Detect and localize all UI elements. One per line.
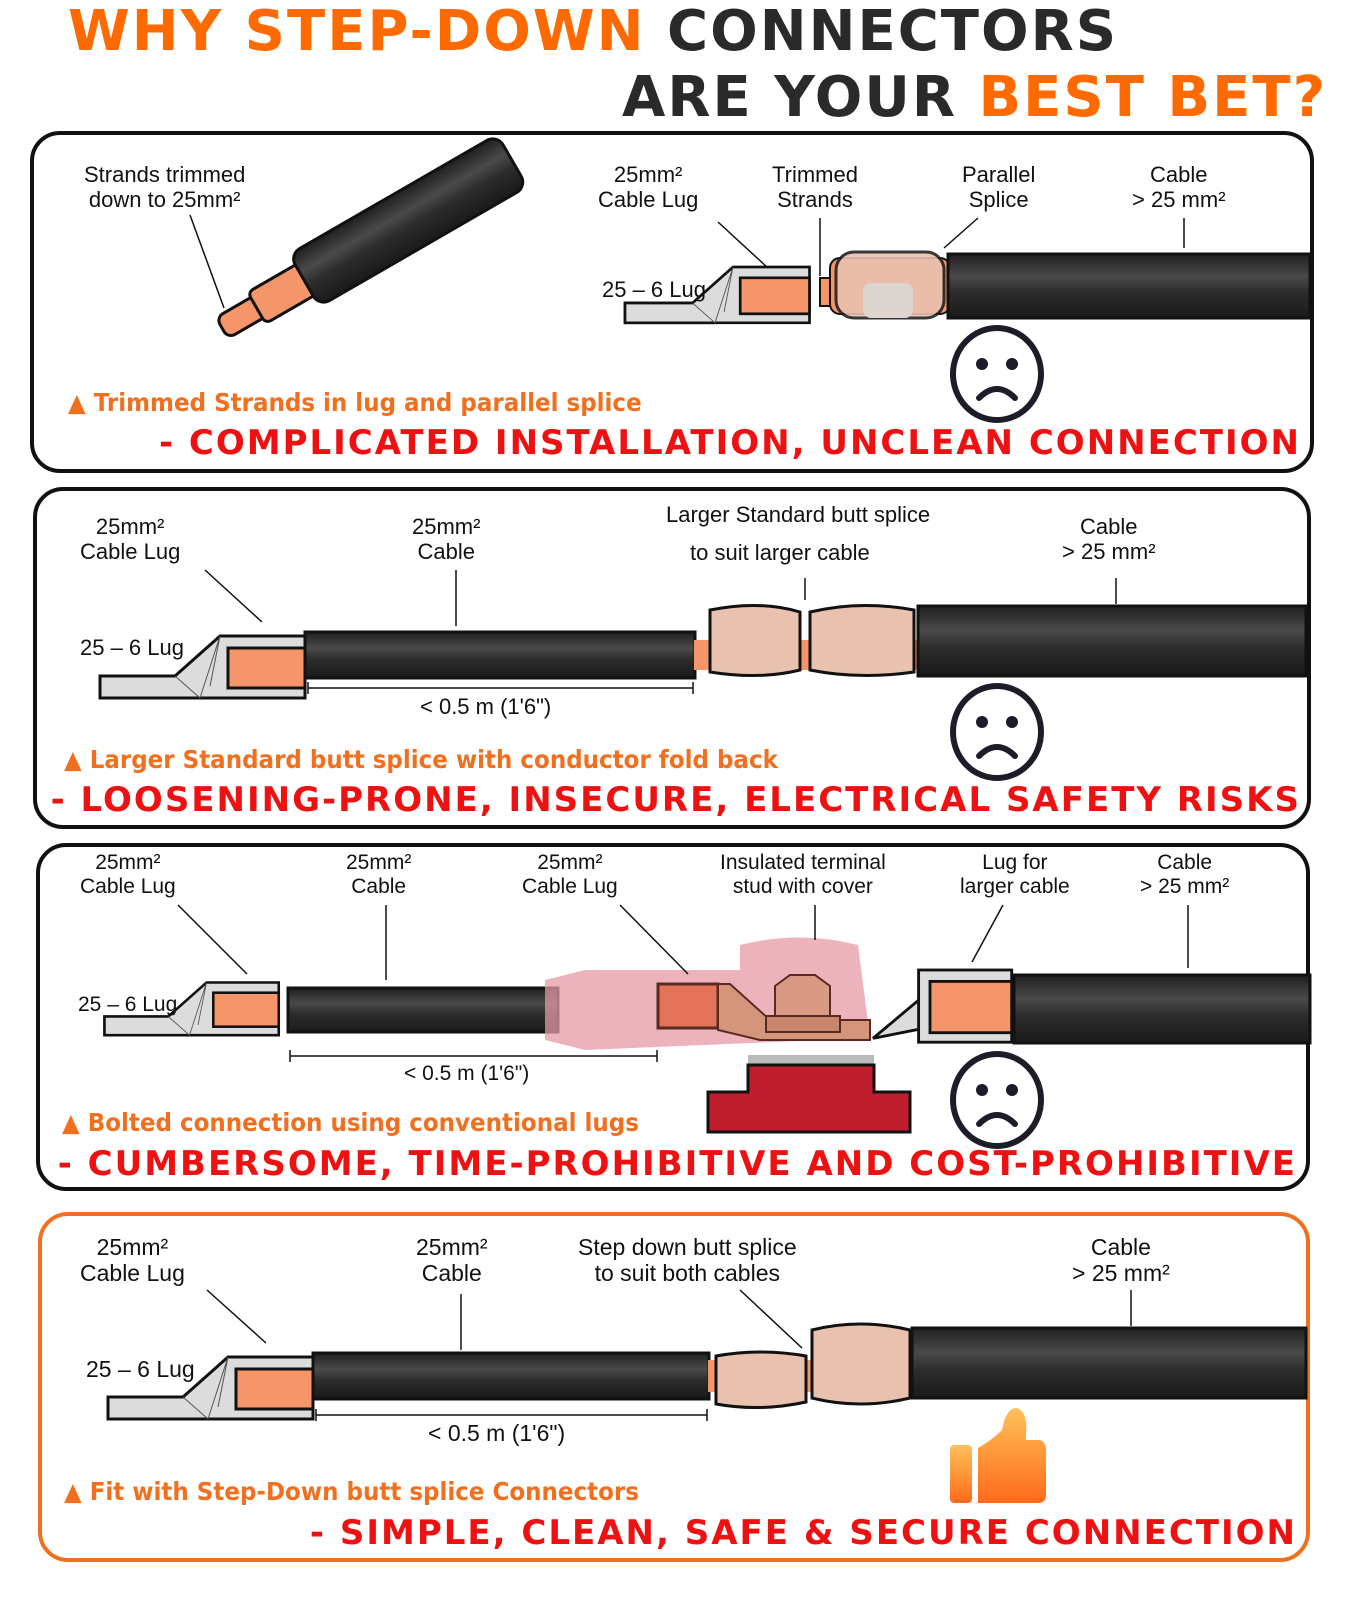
verdict-cumbersome: - CUMBERSOME, TIME-PROHIBITIVE AND COST-… (57, 1144, 1297, 1184)
label-cable-large: Cable > 25 mm² (1072, 1234, 1170, 1287)
label-cable-small: 25mm² Cable (416, 1234, 488, 1287)
label-cable-lug-2: 25mm² Cable Lug (522, 851, 618, 899)
butt-splice-left (708, 604, 802, 678)
label-cable-lug: 25mm² Cable Lug (80, 514, 181, 565)
note-step-down: ▲ Fit with Step-Down butt splice Connect… (64, 1477, 639, 1506)
note-standard-splice: ▲ Larger Standard butt splice with condu… (64, 745, 778, 774)
label-strands-trimmed: Strands trimmed down to 25mm² (84, 162, 246, 213)
label-step-down-splice: Step down butt splice to suit both cable… (578, 1234, 797, 1287)
label-terminal-stud: Insulated terminal stud with cover (720, 851, 886, 899)
terminal-stud-base (706, 1063, 912, 1134)
label-lug-code: 25 – 6 Lug (80, 635, 184, 660)
label-cable-lug: 25mm² Cable Lug (80, 1234, 185, 1287)
small-cable (311, 1351, 711, 1401)
step-down-splice-large (810, 1322, 912, 1406)
label-butt-splice-2: to suit larger cable (690, 540, 870, 565)
label-cable-lug: 25mm² Cable Lug (598, 162, 699, 213)
label-cable-large: Cable > 25 mm² (1140, 851, 1230, 899)
title-step-down: WHY STEP-DOWN (68, 0, 646, 64)
large-cable (916, 604, 1308, 678)
verdict-simple: - SIMPLE, CLEAN, SAFE & SECURE CONNECTIO… (309, 1513, 1297, 1553)
title-best-bet: BEST BET? (978, 65, 1328, 130)
diagram-trimmed-cable (189, 137, 1312, 480)
label-cable-lug: 25mm² Cable Lug (80, 851, 176, 899)
label-parallel-splice: Parallel Splice (962, 162, 1036, 213)
label-length: < 0.5 m (1'6") (404, 1062, 530, 1085)
verdict-complicated: - COMPLICATED INSTALLATION, UNCLEAN CONN… (158, 423, 1301, 463)
note-bolted: ▲ Bolted connection using conventional l… (62, 1108, 639, 1137)
step-down-splice-small (714, 1350, 808, 1410)
leader-line (189, 214, 225, 309)
angled-cable (217, 137, 525, 337)
title-line-1: WHY STEP-DOWN CONNECTORS (68, 4, 1118, 60)
thumbs-up-icon (950, 1408, 1046, 1503)
label-length: < 0.5 m (1'6") (428, 1420, 566, 1446)
note-trimmed: ▲ Trimmed Strands in lug and parallel sp… (68, 388, 642, 417)
large-cable (1012, 973, 1312, 1045)
label-trimmed-strands: Trimmed Strands (772, 162, 858, 213)
diagram-standard-splice (98, 569, 1308, 840)
label-butt-splice-1: Larger Standard butt splice (666, 502, 931, 527)
label-lug-larger: Lug for larger cable (960, 851, 1070, 899)
title-connectors: CONNECTORS (667, 0, 1119, 64)
label-cable-small: 25mm² Cable (346, 851, 412, 899)
label-lug-code: 25 – 6 Lug (86, 1356, 195, 1382)
label-cable-large: Cable > 25 mm² (1062, 514, 1156, 565)
title-line-2: ARE YOUR BEST BET? (622, 70, 1327, 126)
verdict-loosening: - LOOSENING-PRONE, INSECURE, ELECTRICAL … (50, 780, 1301, 820)
label-length: < 0.5 m (1'6") (420, 694, 552, 719)
large-cable (946, 252, 1312, 320)
diagram-bolted (103, 904, 1312, 1200)
title-are-your: ARE YOUR (622, 65, 957, 130)
label-lug-code: 25 – 6 Lug (78, 993, 178, 1016)
large-cable (910, 1326, 1308, 1400)
label-cable-large: Cable > 25 mm² (1132, 162, 1226, 213)
lug-larger-cable (872, 968, 1014, 1044)
label-cable-small: 25mm² Cable (412, 514, 481, 565)
butt-splice-right (808, 603, 916, 678)
label-lug-code: 25 – 6 Lug (602, 277, 706, 302)
